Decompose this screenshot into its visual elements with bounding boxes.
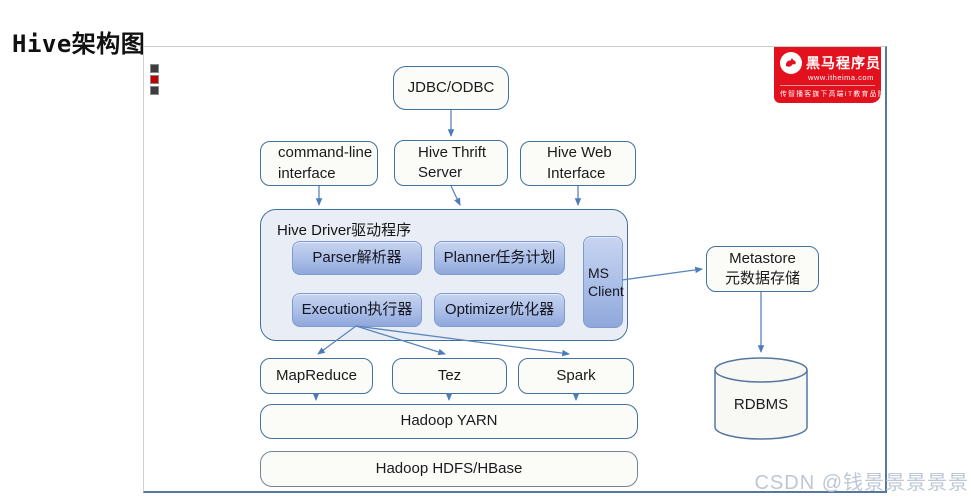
- arrow-thrift-to-driver: [450, 185, 461, 206]
- logo-brand-text: 黑马程序员: [806, 55, 881, 71]
- hive-driver-label: Hive Driver驱动程序: [277, 222, 412, 239]
- node-rdbms-cylinder: RDBMS: [714, 357, 808, 441]
- node-mapreduce: MapReduce: [260, 358, 373, 394]
- marker-dark-icon: [150, 86, 159, 95]
- rdbms-label: RDBMS: [734, 396, 788, 413]
- horse-icon: [780, 52, 802, 74]
- marker-dark-icon: [150, 64, 159, 73]
- horse-icon-svg: [785, 58, 796, 67]
- node-execution: Execution执行器: [292, 293, 422, 327]
- page-title: Hive架构图: [12, 24, 145, 59]
- node-jdbc-odbc: JDBC/ODBC: [393, 66, 509, 110]
- node-planner: Planner任务计划: [434, 241, 565, 275]
- node-metastore: Metastore 元数据存储: [706, 246, 819, 292]
- database-cylinder-icon: RDBMS: [714, 357, 808, 440]
- node-ms-client: MS Client: [583, 236, 624, 328]
- node-spark: Spark: [518, 358, 634, 394]
- logo-website: www.itheima.com: [808, 73, 874, 82]
- logo-divider: [780, 85, 875, 86]
- csdn-watermark: CSDN @钱景景景景景: [754, 472, 969, 494]
- container-hive-driver: Hive Driver驱动程序 Parser解析器 Planner任务计划 Ex…: [260, 209, 628, 341]
- node-optimizer: Optimizer优化器: [434, 293, 565, 327]
- node-parser: Parser解析器: [292, 241, 422, 275]
- itheima-logo: 黑马程序员 www.itheima.com 传智播客旗下高端IT教育品牌: [774, 47, 886, 103]
- arrow-msclient-to-metastore: [621, 266, 704, 281]
- node-tez: Tez: [392, 358, 507, 394]
- logo-tagline: 传智播客旗下高端IT教育品牌: [780, 91, 886, 98]
- slide-markers: [150, 64, 159, 95]
- slide-canvas: 黑马程序员 www.itheima.com 传智播客旗下高端IT教育品牌 JDB…: [143, 46, 887, 493]
- node-hadoop-hdfs-hbase: Hadoop HDFS/HBase: [260, 451, 638, 487]
- node-command-line-interface: command-line interface: [260, 141, 378, 186]
- marker-red-icon: [150, 75, 159, 84]
- page-title-zh: 架构图: [71, 31, 146, 59]
- node-hive-thrift-server: Hive Thrift Server: [394, 140, 508, 186]
- node-hadoop-yarn: Hadoop YARN: [260, 404, 638, 439]
- page-title-en: Hive: [12, 30, 72, 59]
- logo-row: 黑马程序员: [780, 52, 880, 74]
- node-hive-web-interface: Hive Web Interface: [520, 141, 636, 186]
